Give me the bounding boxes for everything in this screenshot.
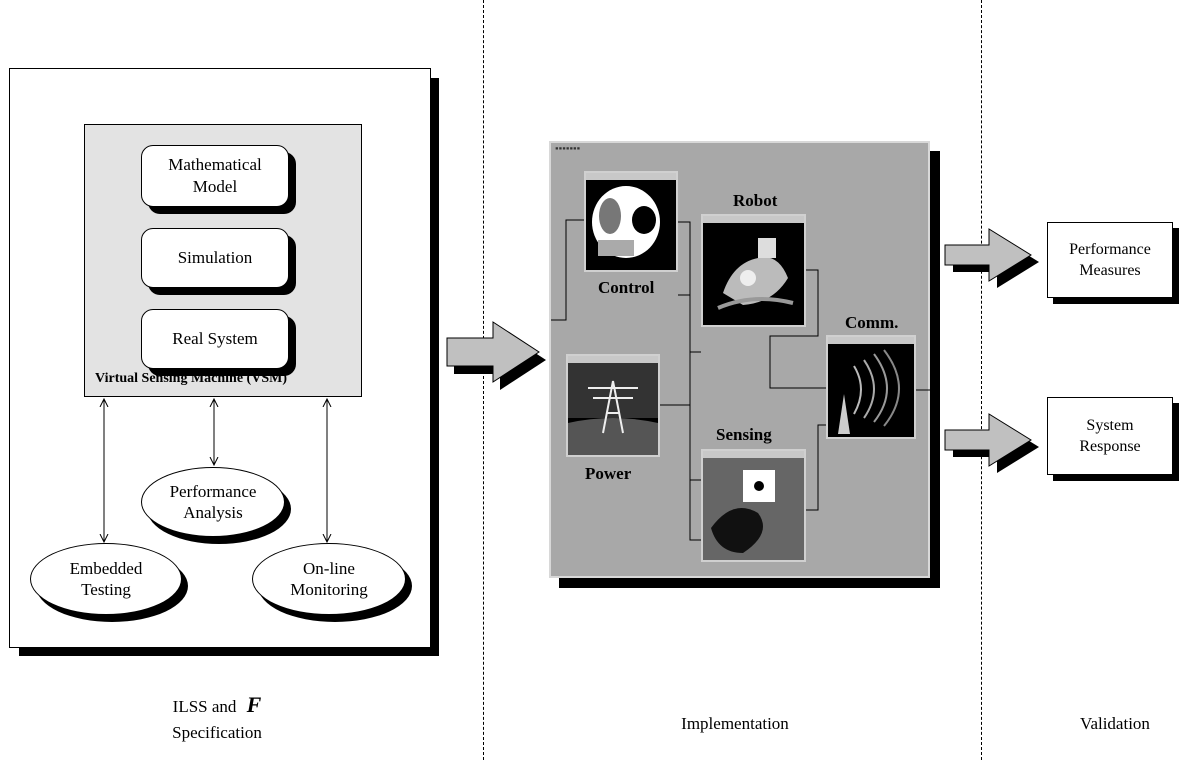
- online-monitoring-line2: Monitoring: [290, 580, 368, 599]
- embedded-testing-ellipse: Embedded Testing: [30, 543, 182, 615]
- math-model-box: Mathematical Model: [141, 145, 289, 207]
- performance-measures-line2: Measures: [1079, 262, 1141, 279]
- implementation-caption: Implementation: [681, 714, 789, 733]
- impl-window-titlebar: ▪▪▪▪▪▪▪: [555, 145, 581, 152]
- online-monitoring-line1: On-line: [303, 559, 355, 578]
- spec-caption-line1: ILSS and: [172, 697, 237, 716]
- simulation-box: Simulation: [141, 228, 289, 288]
- performance-analysis-line2: Analysis: [183, 503, 243, 522]
- spec-to-impl-arrow: [446, 321, 546, 390]
- vsm-connectors: [0, 0, 480, 760]
- power-image: [568, 363, 658, 455]
- math-model-line2: Model: [192, 177, 238, 196]
- real-system-label: Real System: [172, 329, 258, 348]
- system-response-line1: System: [1086, 417, 1134, 434]
- math-model-line1: Mathematical: [168, 155, 262, 174]
- system-response-box: System Response: [1047, 397, 1173, 475]
- sensing-label: Sensing: [716, 425, 772, 444]
- comm-label: Comm.: [845, 313, 899, 332]
- validation-caption: Validation: [1080, 714, 1150, 733]
- online-monitoring-ellipse: On-line Monitoring: [252, 543, 406, 615]
- control-view: [584, 171, 678, 272]
- performance-analysis-ellipse: Performance Analysis: [141, 467, 285, 537]
- power-view: [566, 354, 660, 457]
- embedded-testing-line2: Testing: [81, 580, 131, 599]
- comm-view: [826, 335, 916, 439]
- vsm-label: Virtual Sensing Machine (VSM): [95, 371, 287, 386]
- power-label: Power: [585, 464, 632, 483]
- sensing-view: [701, 449, 806, 562]
- control-label: Control: [598, 278, 655, 297]
- spec-caption-line2: Specification: [172, 723, 262, 742]
- column-divider-right: [981, 0, 982, 760]
- spec-caption: ILSS and F Specification: [117, 692, 317, 746]
- real-system-box: Real System: [141, 309, 289, 369]
- robot-label: Robot: [733, 191, 778, 210]
- performance-analysis-line1: Performance: [169, 482, 257, 501]
- robot-image: [717, 238, 794, 310]
- robot-view: [701, 214, 806, 327]
- impl-to-response-arrow: [944, 413, 1039, 473]
- performance-measures-line1: Performance: [1069, 241, 1151, 258]
- impl-to-measures-arrow: [944, 228, 1039, 288]
- control-image: [592, 186, 660, 258]
- embedded-testing-line1: Embedded: [69, 559, 143, 578]
- simulation-label: Simulation: [177, 248, 253, 267]
- f-symbol: F: [246, 692, 262, 717]
- sensing-image: [703, 458, 804, 560]
- comm-image: [838, 349, 900, 434]
- system-response-line2: Response: [1079, 438, 1141, 455]
- performance-measures-box: Performance Measures: [1047, 222, 1173, 298]
- column-divider-left: [483, 0, 484, 760]
